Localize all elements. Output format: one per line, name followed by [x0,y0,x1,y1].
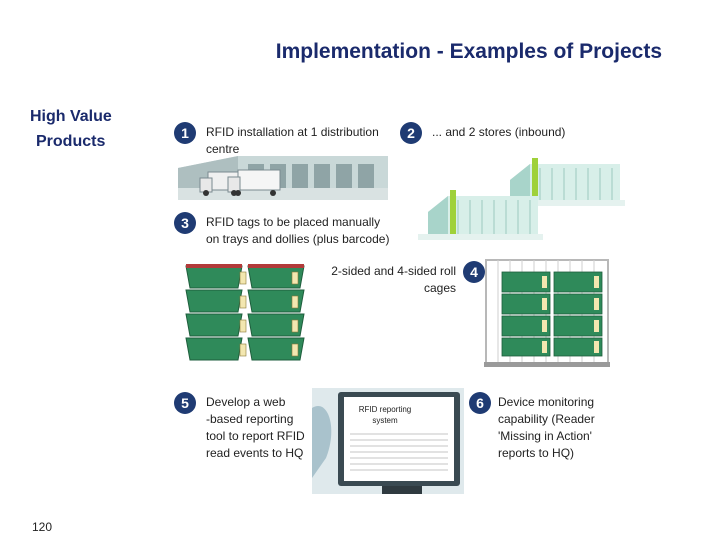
monitor-screen-text: RFID reporting system [350,404,420,426]
step-1-badge: 1 [174,122,196,144]
step-1-line1: RFID installation at 1 distribution [206,125,379,139]
step-4-badge: 4 [463,261,485,283]
step-2-text: ... and 2 stores (inbound) [432,124,565,141]
step-3-badge: 3 [174,212,196,234]
step-4-text: 2-sided and 4-sided roll cages [320,263,456,297]
distribution-centre-image [178,156,388,200]
step-6-line4: reports to HQ) [498,446,575,460]
step-6-line1: Device monitoring [498,395,595,409]
slide-title: Implementation - Examples of Projects [275,40,662,63]
sidebar-label-line1: High Value [30,108,112,125]
step-6-text: Device monitoring capability (Reader 'Mi… [498,394,595,462]
sidebar-label: High Value Products [30,104,112,154]
monitor-screen-line2: system [372,416,398,425]
store-image-1 [500,158,625,206]
step-6-line3: 'Missing in Action' [498,429,592,443]
trays-image [185,264,305,361]
step-5-text: Develop a web -based reporting tool to r… [206,394,305,462]
reporting-monitor-image [312,388,464,494]
page-number: 120 [32,520,53,534]
step-5-line1: Develop a web [206,395,286,409]
sidebar-label-line2: Products [36,133,106,150]
monitor-screen-line1: RFID reporting [358,405,412,414]
step-3-line2: on trays and dollies (plus barcode) [206,232,390,246]
step-2-badge: 2 [400,122,422,144]
step-5-line2: -based reporting [206,412,294,426]
step-4-line1: 2-sided and 4-sided roll [331,264,456,278]
step-5-line4: read events to HQ [206,446,304,460]
step-6-line2: capability (Reader [498,412,595,426]
step-1-line2: centre [206,142,240,156]
step-5-badge: 5 [174,392,196,414]
roll-cage-image [484,259,610,367]
store-image-2 [418,190,543,240]
step-4-line2: cages [423,281,456,295]
step-3-line1: RFID tags to be placed manually [206,215,381,229]
step-5-line3: tool to report RFID [206,429,305,443]
step-3-text: RFID tags to be placed manually on trays… [206,214,389,248]
step-2-line1: ... and 2 stores (inbound) [432,125,566,139]
step-6-badge: 6 [469,392,491,414]
step-1-text: RFID installation at 1 distribution cent… [206,124,379,158]
